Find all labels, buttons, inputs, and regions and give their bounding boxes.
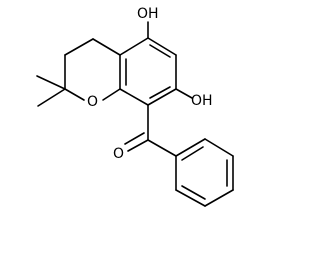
bond-phenyl-4 [204, 189, 234, 207]
bond-aromatic-1 [147, 37, 177, 56]
bond-aromatic-3 [147, 88, 177, 106]
bond-pyran-4 [64, 88, 85, 101]
bond-ketone-to-phenyl [147, 139, 177, 157]
bond-methyl-2 [37, 88, 66, 107]
label-oh-right: OH [191, 93, 213, 109]
chemical-structure-diagram: OH OH O O [36, 6, 234, 207]
bond-aromatic-4 [119, 88, 149, 106]
bond-pyran-1 [92, 38, 121, 56]
bond-methyl-1 [36, 75, 66, 90]
bond-oh-right [175, 88, 193, 99]
label-carbonyl-oxygen: O [113, 146, 124, 162]
bond-phenyl-5 [175, 189, 206, 207]
label-ring-oxygen: O [87, 94, 98, 110]
bond-carbonyl-1 [127, 139, 149, 152]
bond-aromatic-inner-1 [149, 44, 171, 58]
bond-phenyl-1 [175, 138, 206, 157]
molecule-svg: OH OH O O [36, 6, 234, 207]
bond-pyran-2 [64, 38, 94, 56]
bond-pyran-5 [102, 88, 121, 101]
bond-aromatic-inner-2 [149, 86, 171, 99]
bond-phenyl-2 [204, 138, 234, 157]
bond-phenyl-inner-3 [181, 185, 206, 200]
bond-aromatic-6 [119, 37, 149, 56]
bond-carbonyl-2 [124, 132, 145, 145]
label-oh-top: OH [137, 6, 159, 22]
bond-phenyl-inner-1 [181, 146, 204, 161]
